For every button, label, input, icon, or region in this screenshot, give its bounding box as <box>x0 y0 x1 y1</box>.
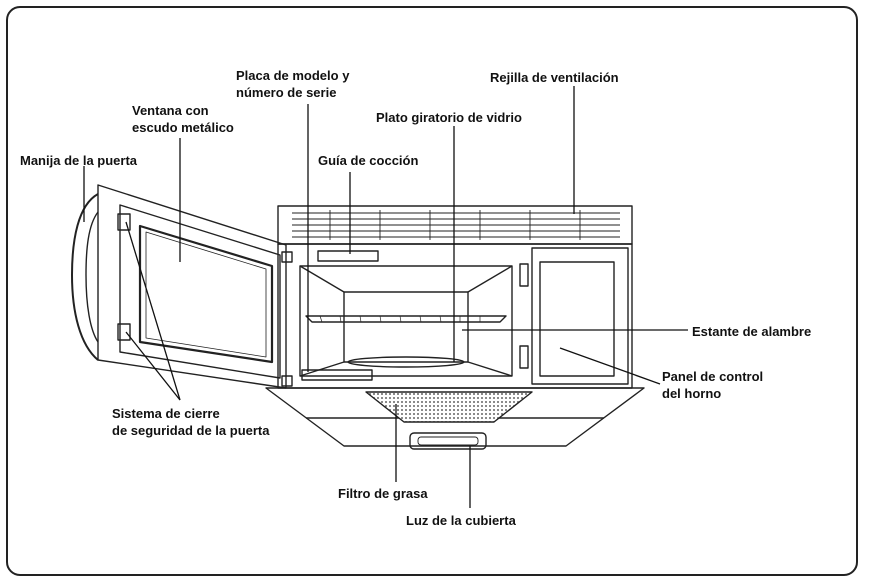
label-cooking-guide: Guía de cocción <box>318 153 419 168</box>
label-control-panel: Panel de control del horno <box>662 369 764 401</box>
bottom-section <box>265 387 645 447</box>
label-window-shield: Ventana con escudo metálico <box>132 103 234 135</box>
leader-latch-upper <box>125 221 181 401</box>
label-vent-grille: Rejilla de ventilación <box>490 70 619 85</box>
wire-rack <box>305 315 507 323</box>
label-model-plate: Placa de modelo y número de serie <box>236 68 350 100</box>
cooktop-light <box>409 432 487 450</box>
label-glass-turntable: Plato giratorio de vidrio <box>376 110 522 125</box>
control-panel <box>531 247 629 385</box>
glass-turntable <box>347 356 465 368</box>
cooking-guide-plate <box>317 250 379 262</box>
latch-hook-lower <box>117 323 131 341</box>
label-door-handle: Manija de la puerta <box>20 153 138 168</box>
label-cooktop-light: Luz de la cubierta <box>406 513 516 528</box>
label-door-latch: Sistema de cierre de seguridad de la pue… <box>112 406 270 438</box>
leader-control-panel <box>559 347 661 385</box>
door <box>71 184 293 389</box>
vent-grille <box>277 205 633 245</box>
latch-hook-upper <box>117 213 131 231</box>
label-grease-filter: Filtro de grasa <box>338 486 428 501</box>
label-wire-rack: Estante de alambre <box>692 324 812 339</box>
oven-cavity <box>299 265 513 377</box>
leader-latch-lower <box>125 331 181 401</box>
